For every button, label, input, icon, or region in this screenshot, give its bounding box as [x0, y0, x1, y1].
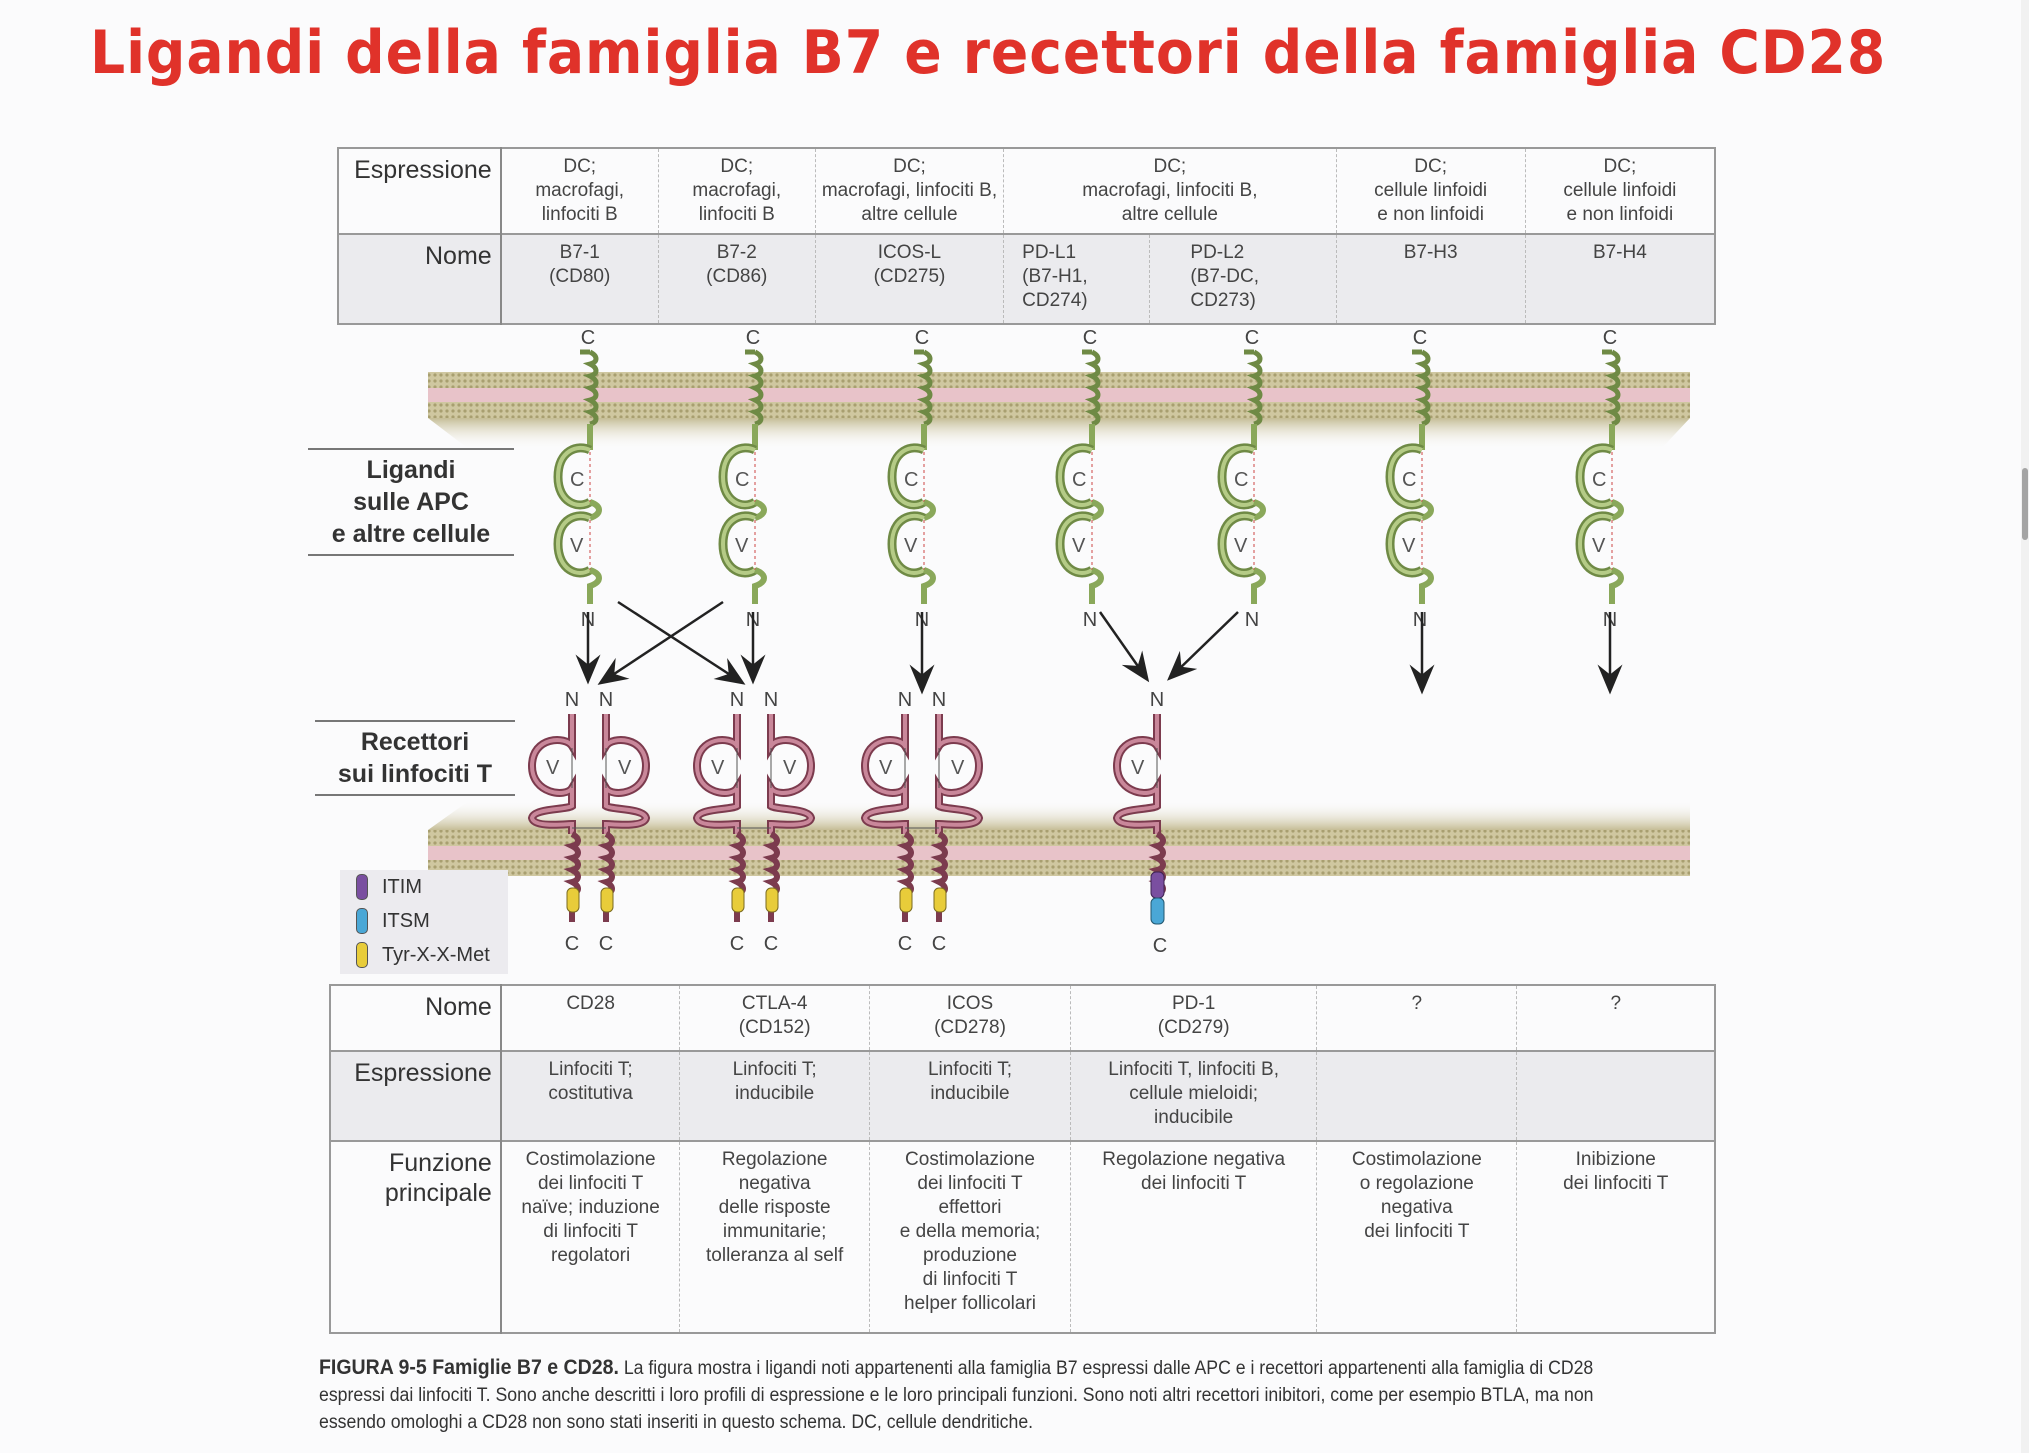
receptor-expression-cell: Linfociti T;inducibile — [679, 1050, 870, 1141]
motif-legend: ITIM ITSM Tyr-X-X-Met — [340, 870, 508, 974]
molecule-diagram: C C V N N V — [428, 0, 1690, 957]
receptor-table: Nome CD28 CTLA-4(CD152) ICOS(CD278) PD-1… — [329, 984, 1716, 1334]
receptor-name-cell: CTLA-4(CD152) — [679, 985, 870, 1051]
legend-item-tyr-x-x-met: Tyr-X-X-Met — [340, 938, 508, 972]
slide-title: Ligandi della famiglia B7 e recettori de… — [90, 18, 1887, 88]
receptor-name-cell: ? — [1316, 985, 1517, 1051]
ligands-side-label: Ligandi sulle APC e altre cellule — [308, 448, 514, 556]
ligand-name-cell: PD-L1(B7-H1,CD274) — [1003, 233, 1150, 324]
receptor-ctla-4: C C — [697, 689, 811, 955]
ligand-expression-cell: DC;macrofagi, linfociti B,altre cellule — [1003, 148, 1337, 234]
receptor-expression-cell: Linfociti T, linfociti B,cellule mieloid… — [1070, 1050, 1317, 1141]
itim-swatch-icon — [356, 874, 368, 900]
binding-arrows — [575, 600, 1623, 695]
svg-text:C: C — [599, 933, 613, 955]
svg-text:C: C — [898, 933, 912, 955]
receptors-side-label: Recettori sui linfociti T — [315, 720, 515, 796]
ligand-name-cell: B7-2(CD86) — [657, 233, 816, 324]
receptor-name-cell: PD-1(CD279) — [1070, 985, 1317, 1051]
receptor-expression-cell: Linfociti T;costitutiva — [500, 1050, 680, 1141]
ligand-name-cell: PD-L2(B7-DC,CD273) — [1149, 233, 1337, 324]
scrollbar-thumb[interactable] — [2022, 468, 2028, 540]
itsm-swatch-icon — [356, 908, 368, 934]
caption-label: FIGURA 9-5 Famiglie B7 e CD28. — [319, 1356, 619, 1379]
ligand-expression-cell: DC;macrofagi,linfociti B — [657, 148, 816, 234]
row-label-expression: Espressione — [330, 1050, 502, 1141]
receptor-expression-cell — [1316, 1050, 1517, 1141]
ligand-name-cell: B7-1(CD80) — [500, 233, 659, 324]
svg-text:C: C — [1153, 935, 1167, 957]
ligand-name-cell: B7-H3 — [1335, 233, 1526, 324]
receptor-name-cell: CD28 — [500, 985, 680, 1051]
receptor-expression-cell: Linfociti T;inducibile — [868, 1050, 1071, 1141]
ligand-name-cell: B7-H4 — [1524, 233, 1715, 324]
receptor-name-cell: ? — [1516, 985, 1715, 1051]
ligand-expression-cell: DC;macrofagi,linfociti B — [500, 148, 659, 234]
row-label-name: Nome — [330, 985, 502, 1051]
svg-text:C: C — [565, 933, 579, 955]
receptor-cd28: C C — [532, 689, 646, 955]
row-label-name: Nome — [338, 233, 502, 324]
receptor-expression-cell — [1516, 1050, 1715, 1141]
figure-caption: FIGURA 9-5 Famiglie B7 e CD28. La figura… — [319, 1354, 1640, 1436]
legend-item-itsm: ITSM — [340, 904, 508, 938]
tyr-x-x-met-swatch-icon — [356, 942, 368, 968]
legend-item-itim: ITIM — [340, 870, 508, 904]
scrollbar-track[interactable] — [2021, 0, 2029, 1453]
ligand-expression-cell: DC;macrofagi, linfociti B,altre cellule — [814, 148, 1004, 234]
receptor-pd-1: C — [1117, 689, 1167, 957]
caption-text: La figura mostra i ligandi noti apparten… — [319, 1358, 1594, 1433]
apc-membrane — [428, 372, 1690, 450]
row-label-expression: Espressione — [338, 148, 502, 234]
svg-text:C: C — [932, 933, 946, 955]
receptor-name-cell: ICOS(CD278) — [868, 985, 1071, 1051]
receptor-icos: C C — [865, 689, 979, 955]
svg-text:C: C — [764, 933, 778, 955]
svg-text:C: C — [730, 933, 744, 955]
ligand-table: Espressione DC;macrofagi,linfociti B DC;… — [337, 147, 1716, 325]
ligand-name-cell: ICOS-L(CD275) — [814, 233, 1004, 324]
